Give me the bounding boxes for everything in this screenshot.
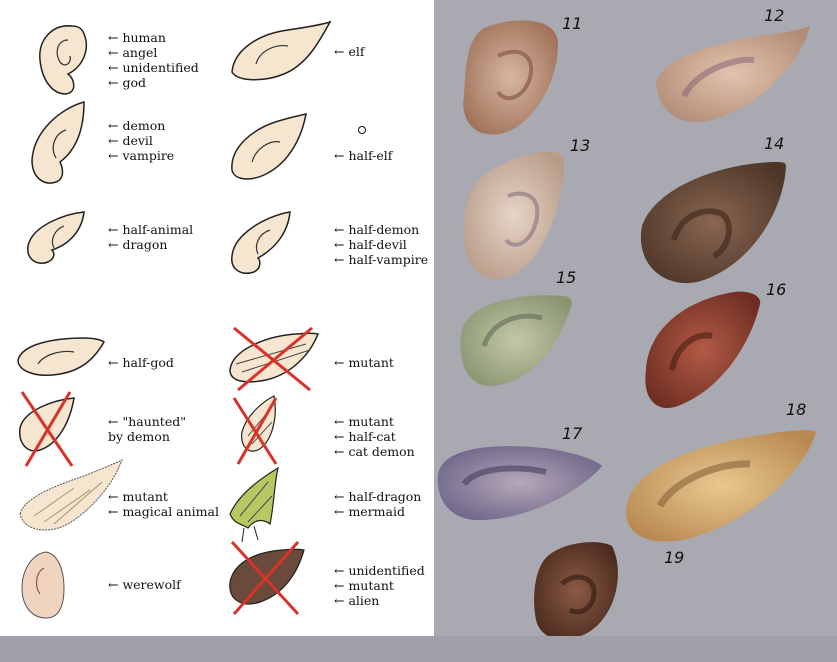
ear-sketch-werewolf bbox=[21, 551, 65, 619]
ear-sketch-half-cat-crossed bbox=[232, 395, 278, 465]
label-group-1: ← human← angel← unidentified← god bbox=[108, 30, 199, 90]
ear-sketch-elf bbox=[231, 20, 332, 81]
ear-sketch-demon bbox=[31, 101, 85, 184]
painted-ear-16 bbox=[645, 291, 761, 409]
painted-ear-14 bbox=[640, 162, 786, 284]
ear-sketch-alien-crossed bbox=[229, 540, 305, 616]
ear-sketch-half-demon bbox=[231, 211, 291, 274]
reference-sheet: ← human← angel← unidentified← god ← elf … bbox=[0, 0, 434, 636]
ear-sketch-half-god bbox=[17, 337, 105, 376]
painted-ear-19 bbox=[534, 542, 618, 636]
ear-number-13: 13 bbox=[570, 136, 591, 155]
ear-number-11: 11 bbox=[562, 14, 583, 33]
painted-ear-11 bbox=[463, 20, 558, 135]
ear-sketch-haunted-crossed bbox=[19, 391, 75, 467]
label-group-7: ← half-god bbox=[108, 355, 174, 370]
ear-number-15: 15 bbox=[556, 268, 577, 287]
label-group-8: ← mutant bbox=[334, 355, 394, 370]
ear-sketch-dragon-fin bbox=[229, 466, 279, 543]
ear-sketch-half-elf bbox=[231, 112, 307, 180]
painted-ear-13 bbox=[463, 151, 565, 279]
label-group-3: ← demon← devil← vampire bbox=[108, 118, 175, 163]
label-group-2: ← elf bbox=[334, 44, 365, 59]
ear-number-14: 14 bbox=[764, 134, 785, 153]
ear-sketch-furry bbox=[19, 458, 123, 531]
ear-number-12: 12 bbox=[764, 6, 785, 25]
label-group-6: ← half-demon← half-devil← half-vampire bbox=[334, 222, 429, 267]
ear-sketch-mutant-crossed bbox=[229, 326, 320, 392]
ear-number-16: 16 bbox=[766, 280, 787, 299]
painted-ear-17 bbox=[437, 446, 602, 521]
bottom-strip bbox=[0, 636, 837, 662]
ear-number-19: 19 bbox=[664, 548, 685, 567]
ear-number-18: 18 bbox=[786, 400, 807, 419]
label-group-11: ← mutant← magical animal bbox=[108, 489, 219, 519]
painted-ear-18 bbox=[626, 430, 816, 542]
label-group-14: ← unidentified← mutant← alien bbox=[334, 563, 425, 608]
label-group-10: ← mutant← half-cat← cat demon bbox=[334, 414, 415, 459]
painted-ear-15 bbox=[460, 295, 572, 387]
painted-ears-panel: 11 12 13 14 15 16 17 18 19 bbox=[434, 0, 837, 636]
label-group-9: ← "haunted" by demon bbox=[108, 414, 186, 444]
label-group-5: ← half-animal← dragon bbox=[108, 222, 194, 252]
ear-sketch-human bbox=[39, 25, 88, 95]
label-group-4: ← half-elf bbox=[334, 148, 393, 163]
label-group-12: ← half-dragon← mermaid bbox=[334, 489, 422, 519]
ear-number-17: 17 bbox=[562, 424, 583, 443]
label-group-13: ← werewolf bbox=[108, 577, 181, 592]
cursor-marker bbox=[358, 126, 366, 134]
painted-ears-canvas bbox=[437, 20, 816, 636]
painted-ear-12 bbox=[656, 26, 810, 123]
ear-sketch-half-animal bbox=[27, 211, 85, 264]
